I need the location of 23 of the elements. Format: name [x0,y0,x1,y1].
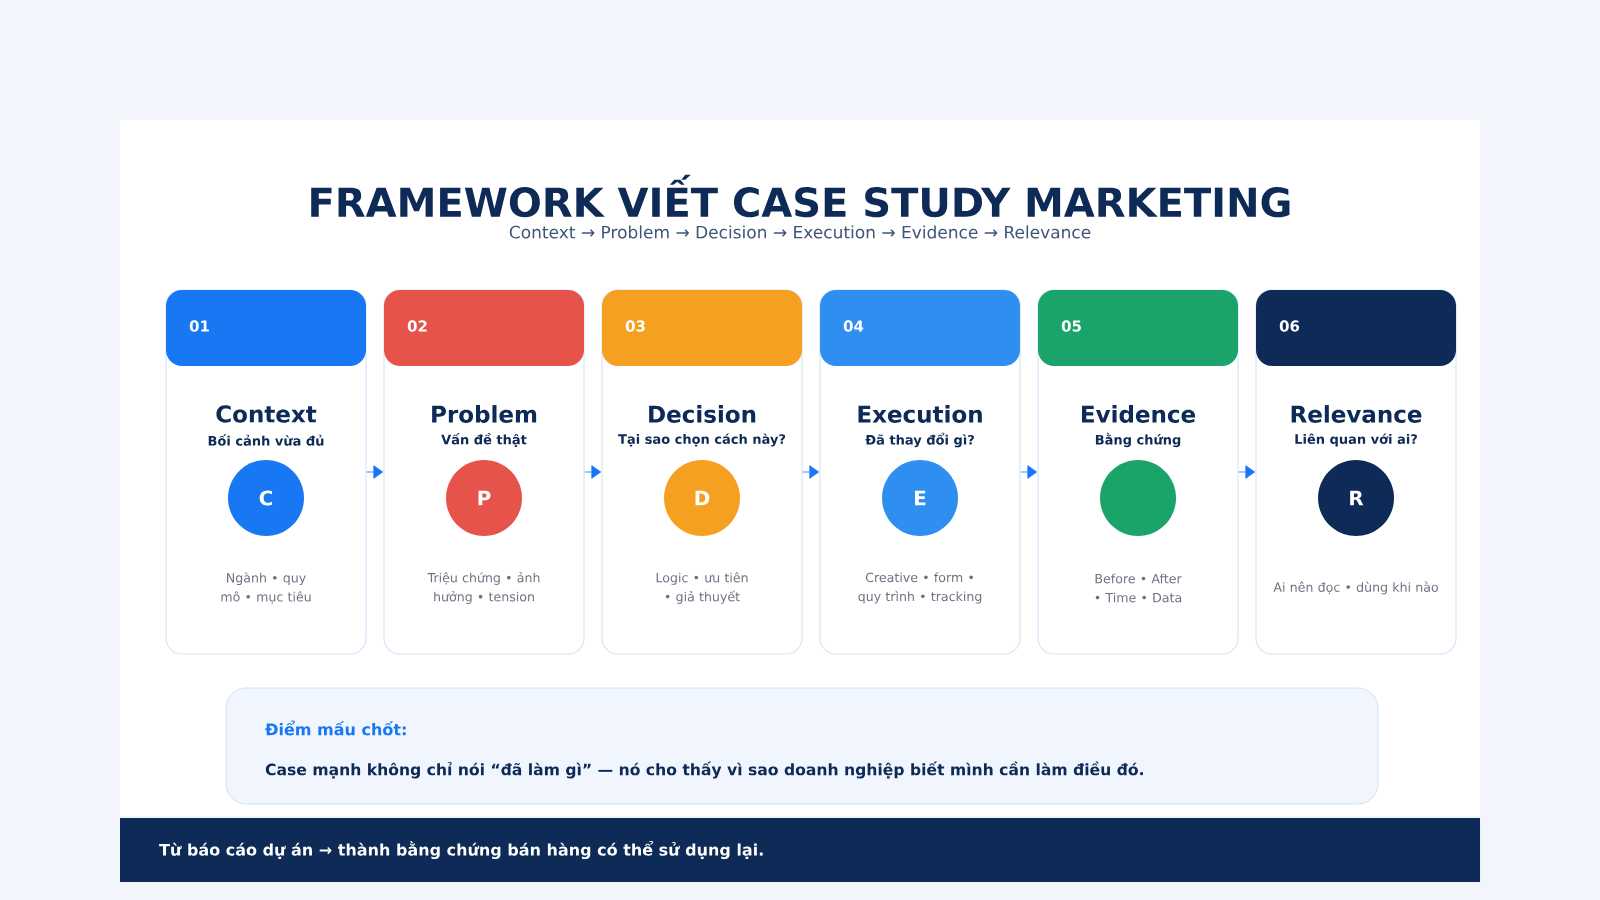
step-title: Relevance [1291,405,1422,423]
subtitle: Context → Problem → Decision → Execution → Evidence → Relevance [509,225,1091,239]
arrow [366,465,384,479]
step-card [383,289,585,655]
step-title: Evidence [1082,405,1196,423]
step-title: Execution [858,405,982,423]
step-title: Context [216,405,317,423]
step-card [1037,289,1239,655]
step-card [819,289,1021,655]
step-card [165,289,367,655]
step-title: Decision [649,405,756,423]
arrow [1020,465,1038,479]
note-heading: Điểm mấu chốt: [265,720,406,736]
arrow [1238,465,1256,479]
arrow [584,465,602,479]
arrow [802,465,820,479]
title: FRAMEWORK VIẾT CASE STUDY MARKETING [311,174,1290,218]
step-card [601,289,803,655]
step-title: Problem [432,405,537,423]
note-box [225,687,1379,805]
footer-text: Từ báo cáo dự án → thành bằng chứng bán hàng có thể sử dụng lại. [159,841,763,859]
letter-circle [1100,460,1176,536]
step-card [1255,289,1457,655]
